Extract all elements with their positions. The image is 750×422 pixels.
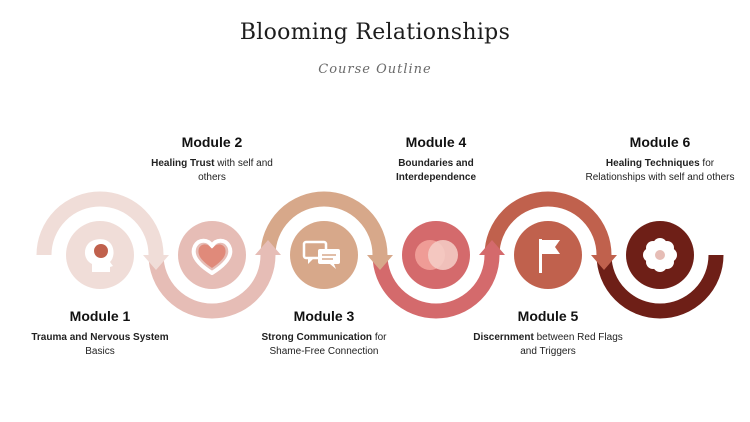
module-1-description: Trauma and Nervous System Basics: [25, 331, 175, 359]
arc-module-2: [148, 254, 276, 319]
module-2-desc-bold: Healing Trust: [151, 158, 215, 169]
module-2-title: Module 2: [181, 134, 243, 150]
module-4-desc-bold: Boundaries and Interdependence: [395, 158, 477, 183]
circle-module-5: [514, 221, 582, 289]
flag-icon: [539, 239, 560, 273]
page-title: Blooming Relationships: [239, 20, 511, 45]
module-6-title: Module 6: [629, 134, 691, 150]
module-5-desc-bold: Discernment: [473, 332, 534, 343]
module-3-description: Strong Communication for Shame-Free Conn…: [249, 331, 399, 359]
module-2-desc-rest: with self and others: [198, 158, 273, 183]
module-2-description: Healing Trust with self and others: [137, 157, 287, 185]
module-3-desc-bold: Strong Communication: [261, 332, 373, 343]
module-3-desc-rest: for Shame-Free Connection: [269, 332, 387, 357]
chat-bubbles-icon: [302, 240, 340, 269]
module-1-desc-bold: Trauma and Nervous System: [31, 332, 169, 343]
module-6-description: Healing Techniques for Relationships wit…: [585, 157, 735, 185]
arrow-head-3: [367, 255, 393, 270]
module-6-desc-rest: for Relationships with self and others: [585, 158, 735, 183]
heart-icon: [191, 238, 233, 275]
arc-module-1: [36, 191, 164, 256]
module-3-title: Module 3: [293, 308, 355, 324]
arc-module-3: [260, 191, 388, 256]
head-icon: [84, 239, 114, 272]
module-4-description: Boundaries and Interdependence: [361, 157, 511, 185]
flower-icon: [643, 238, 677, 272]
arc-module-5: [484, 191, 612, 256]
module-1-desc-rest: Basics: [85, 346, 115, 357]
page-subtitle: Course Outline: [318, 62, 432, 77]
overlapping-circles-icon: [415, 240, 458, 270]
module-5-description: Discernment between Red Flags and Trigge…: [473, 331, 623, 359]
arc-module-4: [372, 254, 500, 319]
arrow-head-2: [255, 240, 281, 255]
module-5-title: Module 5: [517, 308, 579, 324]
arrow-head-1: [143, 255, 169, 270]
arrow-head-4: [479, 240, 505, 255]
arrow-head-5: [591, 255, 617, 270]
module-1-title: Module 1: [69, 308, 131, 324]
module-6-desc-bold: Healing Techniques: [605, 158, 700, 169]
module-4-title: Module 4: [405, 134, 467, 150]
arc-module-6: [596, 254, 724, 319]
module-5-desc-rest: between Red Flags and Triggers: [520, 332, 623, 357]
